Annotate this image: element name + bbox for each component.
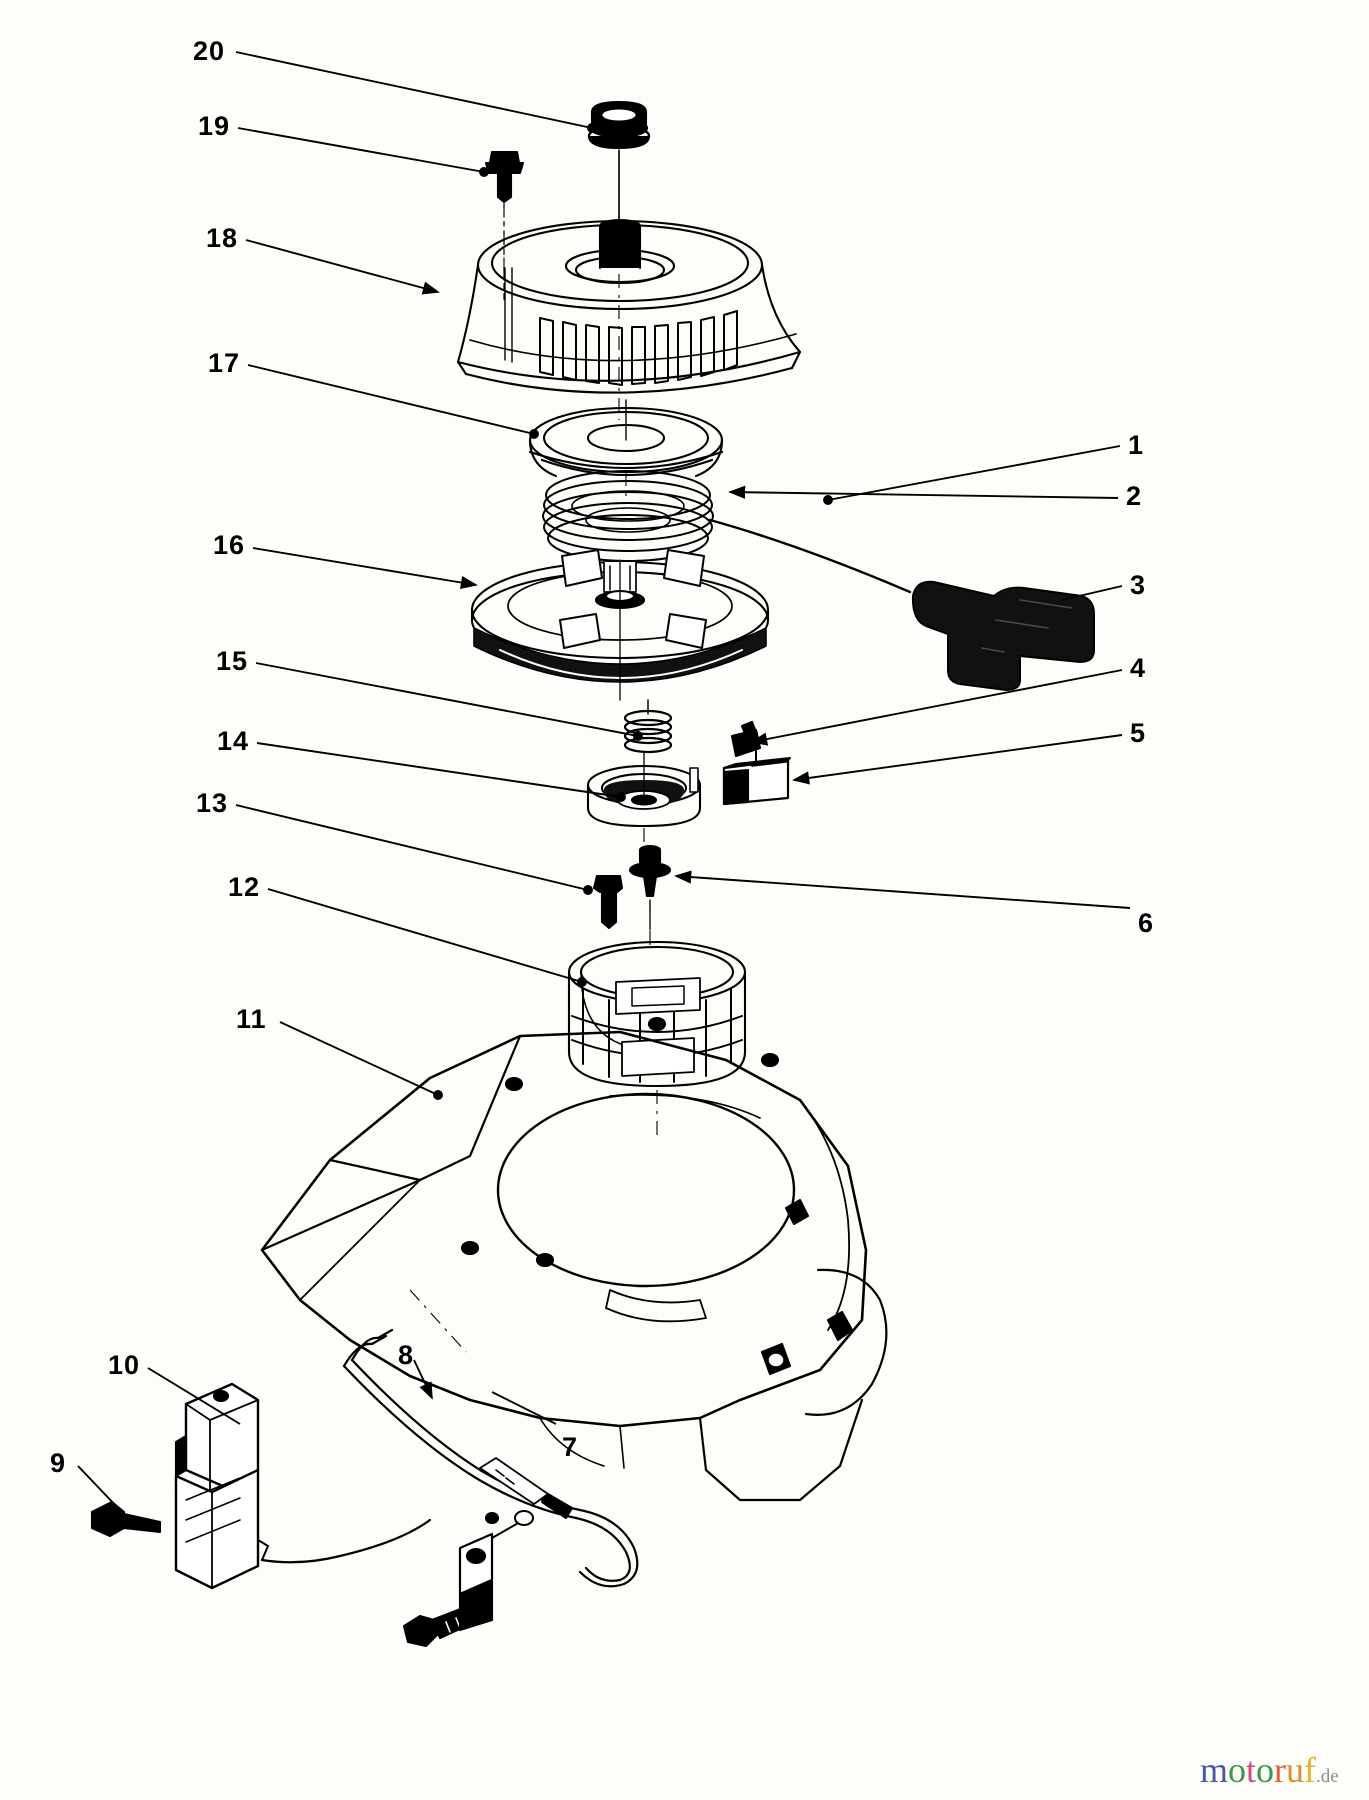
part-starter-clutch bbox=[586, 751, 702, 828]
callout-18: 18 bbox=[206, 223, 239, 253]
part-coil-spring bbox=[623, 699, 673, 754]
watermark-letter: o bbox=[1228, 1750, 1247, 1790]
callout-1: 1 bbox=[1128, 430, 1145, 460]
callout-leader-lines bbox=[77, 51, 1131, 1509]
watermark-letter: t bbox=[1246, 1750, 1257, 1790]
part-blower-housing bbox=[260, 1030, 888, 1502]
watermark-letter: m bbox=[1200, 1750, 1229, 1790]
watermark-letter: r bbox=[1274, 1750, 1287, 1790]
callout-9: 9 bbox=[50, 1448, 67, 1478]
part-rope-clip bbox=[722, 756, 792, 806]
callout-20: 20 bbox=[193, 36, 226, 66]
callout-2: 2 bbox=[1126, 481, 1143, 511]
part-starter-cup-screen bbox=[567, 940, 747, 1088]
part-starter-handle bbox=[911, 580, 1095, 691]
callout-19: 19 bbox=[198, 111, 231, 141]
callout-10: 10 bbox=[108, 1350, 141, 1380]
callout-6: 6 bbox=[1138, 908, 1155, 938]
callout-7: 7 bbox=[562, 1432, 579, 1462]
part-flywheel bbox=[470, 549, 770, 701]
callout-17: 17 bbox=[208, 348, 241, 378]
callout-4: 4 bbox=[1130, 653, 1147, 683]
part-recoil-spring-and-rope bbox=[542, 470, 912, 594]
callout-14: 14 bbox=[217, 726, 250, 756]
callout-16: 16 bbox=[213, 530, 246, 560]
watermark-letter: o bbox=[1256, 1750, 1275, 1790]
watermark-letter: f bbox=[1304, 1750, 1317, 1790]
part-module-screw bbox=[90, 1500, 162, 1538]
callout-12: 12 bbox=[228, 872, 261, 902]
motoruf-watermark: motoruf.de bbox=[1200, 1752, 1339, 1788]
callout-11: 11 bbox=[236, 1004, 267, 1034]
callout-13: 13 bbox=[196, 788, 229, 818]
part-ground-terminal bbox=[458, 1510, 534, 1632]
part-washer-head-screw bbox=[628, 844, 672, 931]
callout-8: 8 bbox=[398, 1340, 415, 1370]
part-starter-housing-cover bbox=[456, 218, 802, 394]
part-hex-flange-screw bbox=[592, 874, 624, 930]
watermark-suffix: .de bbox=[1316, 1766, 1339, 1787]
callout-3: 3 bbox=[1130, 570, 1147, 600]
callout-5: 5 bbox=[1130, 718, 1147, 748]
watermark-letter: u bbox=[1286, 1750, 1305, 1790]
part-ignition-module bbox=[174, 1382, 269, 1590]
part-ground-wire bbox=[260, 1328, 639, 1588]
part-rope-pulley bbox=[528, 399, 724, 478]
callout-15: 15 bbox=[216, 646, 249, 676]
